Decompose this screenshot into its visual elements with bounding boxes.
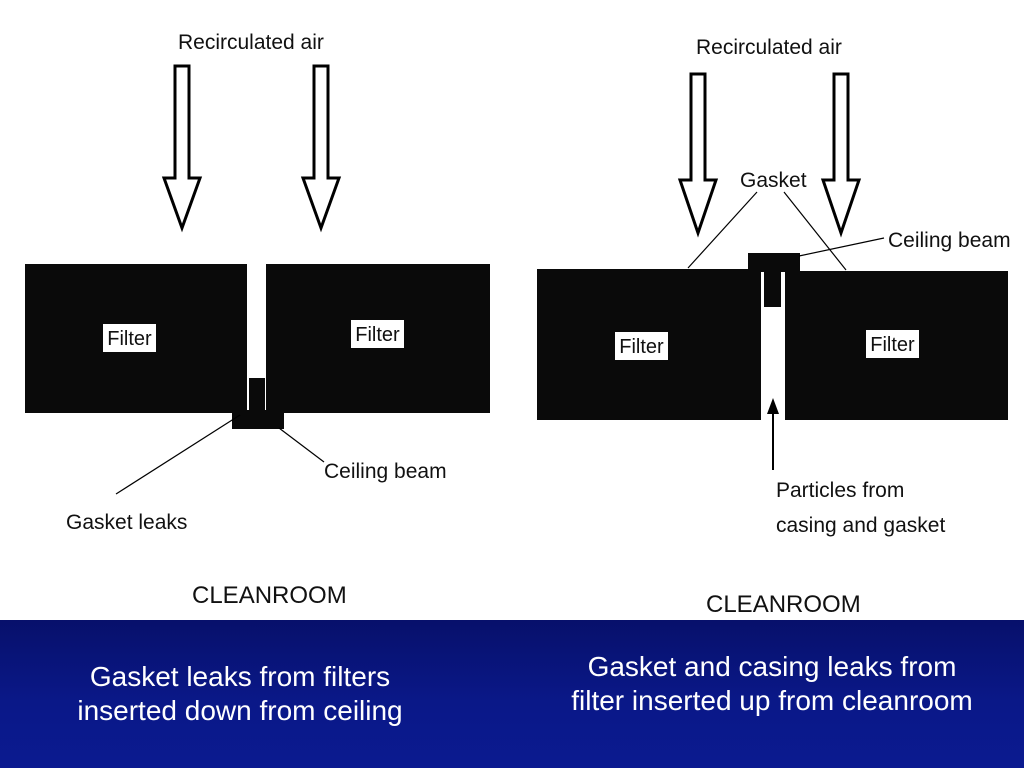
left-ceiling-beam bbox=[249, 378, 265, 418]
right-recirculated-air-label: Recirculated air bbox=[696, 36, 842, 59]
particles-arrow-head bbox=[767, 398, 779, 414]
right-particles-label-line1: Particles from bbox=[776, 479, 904, 502]
right-filter-a-label: Filter bbox=[619, 336, 664, 358]
left-filter-a-label: Filter bbox=[107, 328, 152, 350]
left-air-arrow-1 bbox=[161, 64, 203, 233]
right-ceiling-beam bbox=[748, 253, 800, 272]
left-ceiling-beam-label: Ceiling beam bbox=[324, 460, 447, 483]
right-ceiling-beam-leader bbox=[798, 237, 885, 257]
caption-right: Gasket and casing leaks from filter inse… bbox=[571, 651, 973, 716]
right-filter-b-label: Filter bbox=[870, 334, 915, 356]
right-gasket-label: Gasket bbox=[740, 169, 807, 192]
left-recirculated-air-label: Recirculated air bbox=[178, 31, 324, 54]
caption-band-left bbox=[0, 620, 520, 768]
right-panel: Recirculated air Gasket Filter Filter Ce… bbox=[537, 36, 1011, 618]
right-ceiling-beam-label: Ceiling beam bbox=[888, 229, 1011, 252]
right-air-arrow-2 bbox=[820, 72, 862, 238]
left-ceiling-beam-leader bbox=[278, 427, 325, 463]
cleanroom-filter-diagram: Recirculated air Filter Filter Ceiling b… bbox=[25, 31, 1011, 618]
left-air-arrow-2 bbox=[300, 64, 342, 233]
left-panel: Recirculated air Filter Filter Ceiling b… bbox=[25, 31, 490, 609]
caption-left: Gasket leaks from filters inserted down … bbox=[77, 661, 403, 726]
left-gasket-leaks-leader bbox=[115, 414, 241, 495]
right-gasket-leader-right bbox=[783, 191, 847, 271]
right-gasket-leader-left bbox=[687, 191, 758, 269]
left-filter-b-label: Filter bbox=[355, 324, 400, 346]
right-air-arrow-1 bbox=[677, 72, 719, 238]
left-gasket-leaks-label: Gasket leaks bbox=[66, 511, 187, 534]
left-cleanroom-label: CLEANROOM bbox=[192, 582, 347, 609]
caption-band-right bbox=[520, 620, 1024, 768]
right-particles-label-line2: casing and gasket bbox=[776, 514, 945, 537]
right-cleanroom-label: CLEANROOM bbox=[706, 591, 861, 618]
